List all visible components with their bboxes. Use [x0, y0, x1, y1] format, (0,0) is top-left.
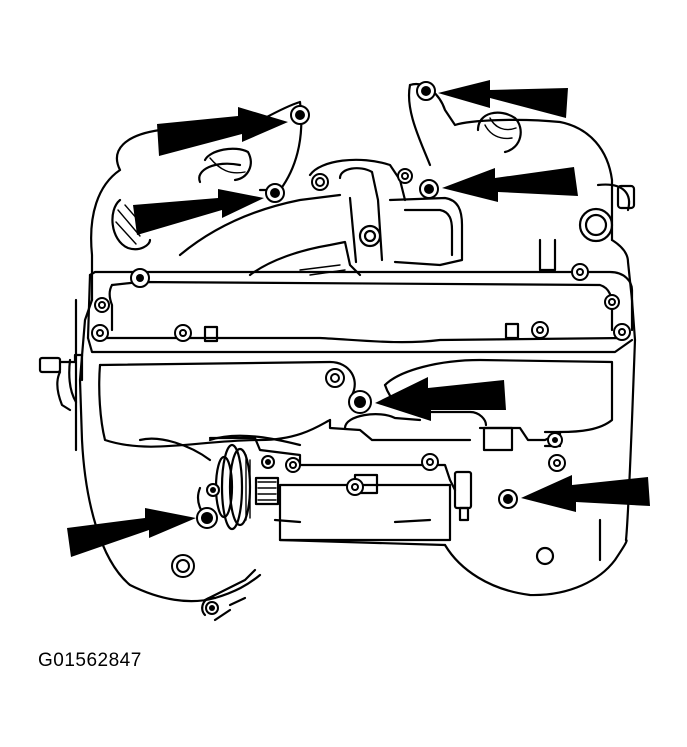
callout-arrow [438, 80, 568, 118]
bolt [94, 297, 110, 313]
bolt [130, 268, 150, 288]
figure-caption: G01562847 [38, 650, 142, 671]
callout-bolt [196, 507, 218, 529]
bolt [571, 263, 589, 281]
callout-arrow [133, 189, 264, 235]
bolt [206, 483, 220, 497]
throttle-linkage [201, 568, 257, 622]
bolt [205, 601, 219, 615]
callout-bolt [290, 105, 310, 125]
bolt [171, 554, 195, 578]
bolt-heads [91, 168, 631, 615]
center-runner [178, 158, 464, 277]
upper-right-ports [476, 111, 614, 243]
callout-bolts [196, 81, 518, 529]
bolt [311, 173, 329, 191]
bolt [346, 478, 364, 496]
callout-arrow [157, 107, 288, 156]
throttle-body [196, 426, 562, 547]
bolt [548, 454, 566, 472]
callout-bolt [419, 179, 439, 199]
callout-bolt [416, 81, 436, 101]
bolt [285, 457, 301, 473]
callout-bolt [498, 489, 518, 509]
callout-arrow [375, 377, 506, 421]
plenum-lower [98, 358, 614, 462]
bolt [325, 368, 345, 388]
manifold-outline [78, 82, 637, 603]
bolt [261, 455, 275, 469]
bolt [604, 294, 620, 310]
callout-bolt [348, 390, 372, 414]
bolt [174, 324, 192, 342]
callout-arrow [67, 508, 196, 557]
bolt [613, 323, 631, 341]
bolt [547, 432, 563, 448]
left-connector [38, 298, 84, 452]
bolt [91, 324, 109, 342]
callout-arrows [67, 80, 650, 557]
plenum-upper [86, 270, 634, 354]
bolt [421, 453, 439, 471]
bolt [531, 321, 549, 339]
callout-arrow [442, 167, 578, 202]
callout-bolt [265, 183, 285, 203]
bolt [397, 168, 413, 184]
callout-arrow [521, 475, 650, 512]
